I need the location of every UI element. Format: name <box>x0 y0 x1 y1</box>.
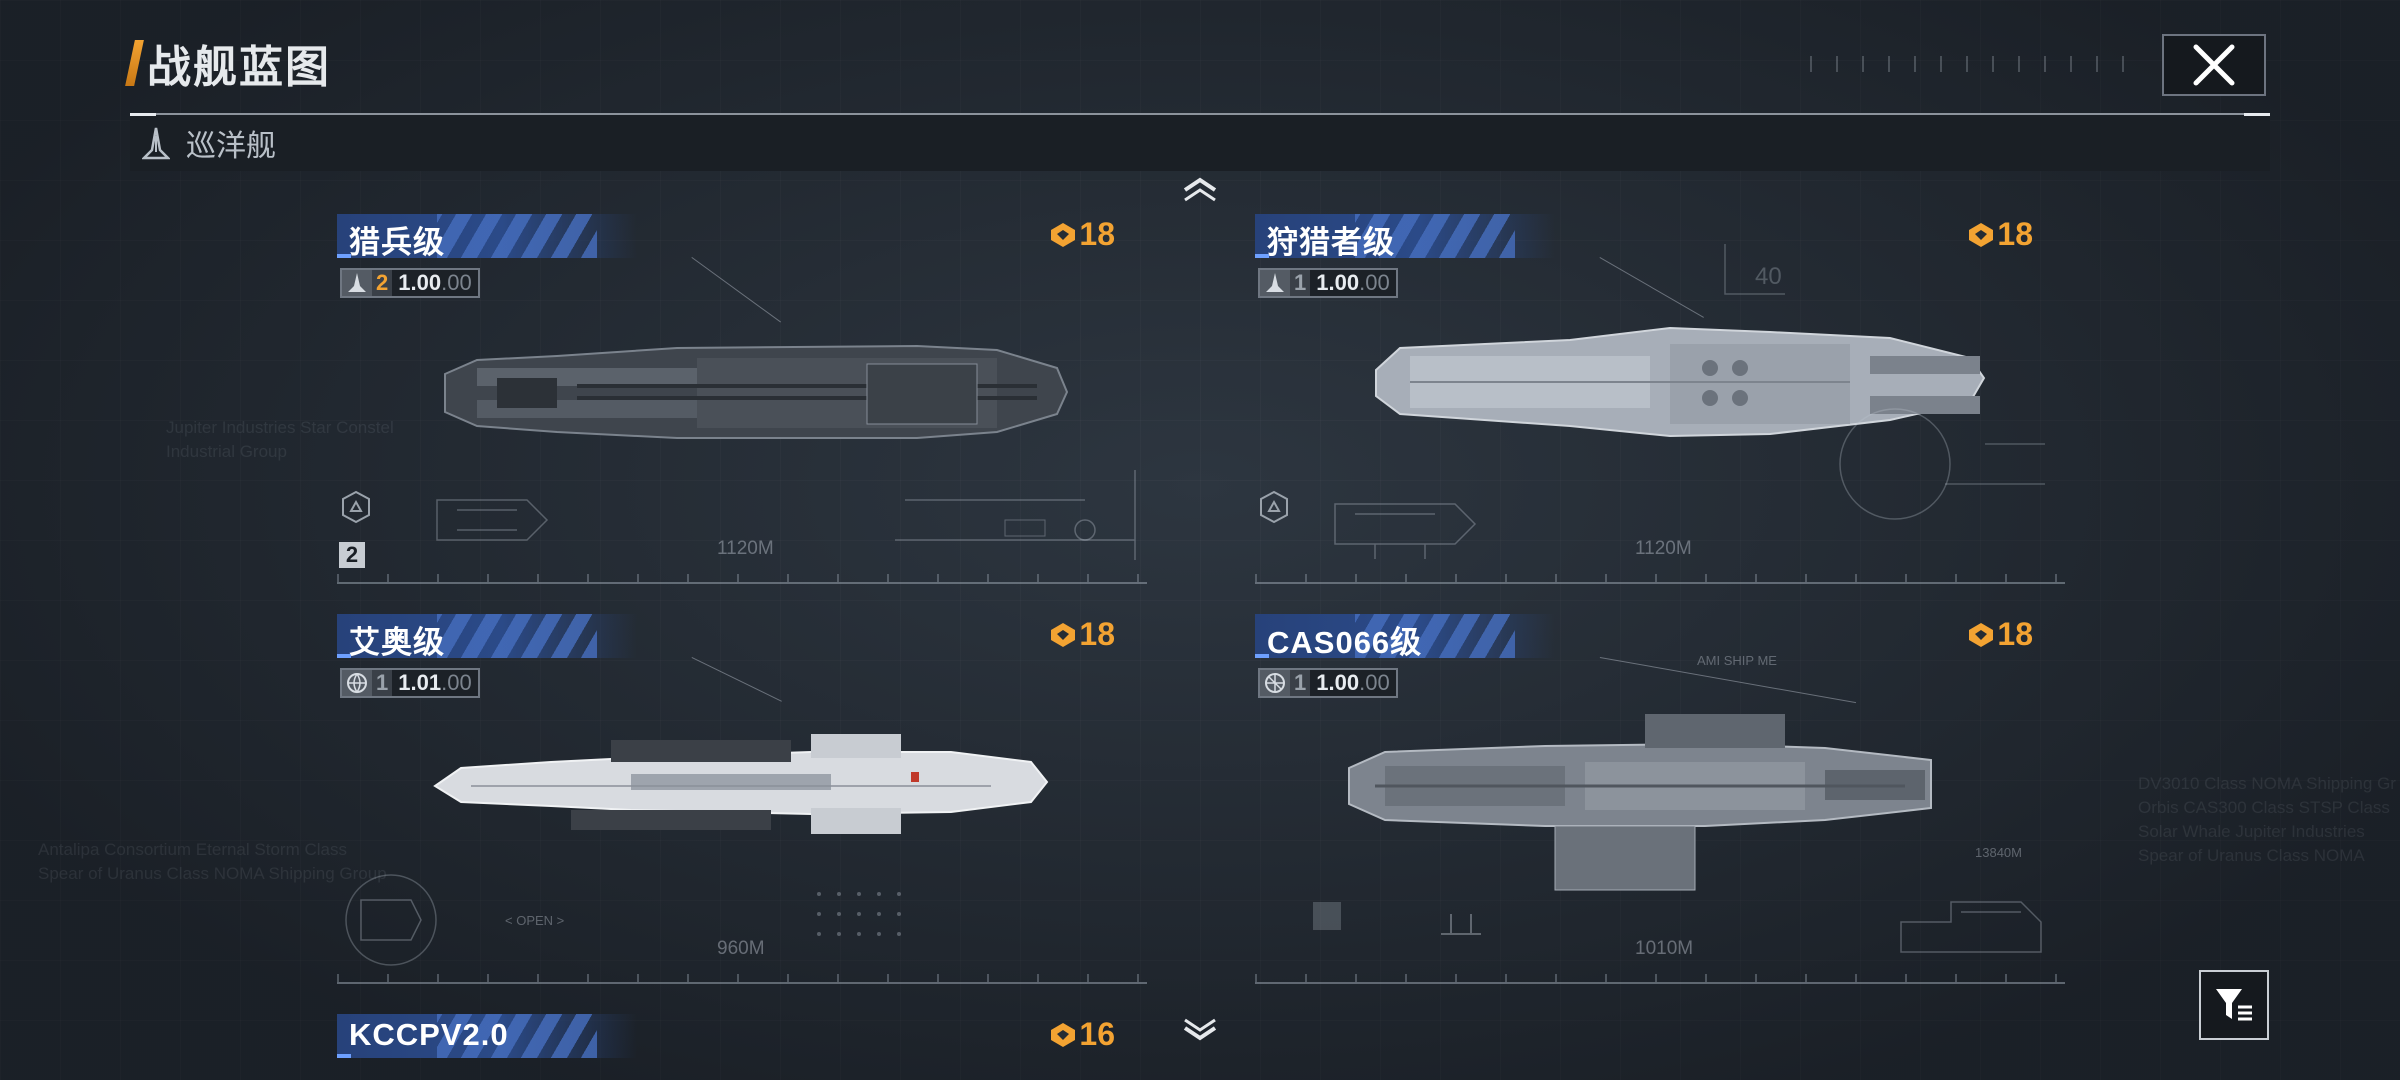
cost-emblem-icon <box>1051 622 1076 647</box>
globe-icon <box>342 670 372 696</box>
ship-name-plate <box>337 214 637 258</box>
ship-length: 1120M <box>717 538 774 559</box>
ship-image-light <box>1375 326 1986 438</box>
ship-level: 2 <box>372 270 393 296</box>
filter-icon <box>2216 989 2252 1021</box>
ship-value-decimals: .00 <box>1359 670 1390 695</box>
decorative-ticks <box>1810 56 2130 72</box>
ship-length: 1120M <box>1635 538 1692 559</box>
ship-value-decimals: .00 <box>441 670 472 695</box>
deco-label: AMI SHIP ME <box>1697 653 1777 668</box>
ship-value: 1.00 <box>1316 670 1360 695</box>
ship-stat-box: 1 1.01 .00 <box>340 668 480 698</box>
cost-emblem-icon <box>1969 622 1994 647</box>
ship-stat-box: 2 1.00 .00 <box>340 268 480 298</box>
ship-name-plate <box>337 1014 637 1058</box>
hex-marker-icon <box>342 490 370 524</box>
ship-name-plate <box>337 614 637 658</box>
ship-card-hunter-soldier[interactable]: 猎兵级 18 2 1.00 .00 1120M 2 <box>337 214 1147 584</box>
grid-icon <box>1260 670 1290 696</box>
ship-name: 狩猎者级 <box>1267 225 1395 260</box>
ship-cost: 18 <box>1049 216 1115 253</box>
ship-image-dark <box>444 344 1069 439</box>
blueprint-sketch <box>1313 902 1481 935</box>
fighter-icon <box>342 270 372 296</box>
ship-image-grey <box>1348 714 1932 891</box>
corner-mark <box>130 113 156 116</box>
page-title: 战舰蓝图 <box>147 43 331 92</box>
svg-text:40: 40 <box>1755 263 1782 290</box>
ship-cost: 18 <box>1967 616 2033 653</box>
leader-line <box>691 257 781 323</box>
cost-value: 18 <box>1079 216 1115 252</box>
deco-label: 13840M <box>1975 845 2022 860</box>
ship-name: KCCPV2.0 <box>349 1017 509 1052</box>
page-header: 战舰蓝图 <box>125 38 331 92</box>
blueprint-sketch <box>345 874 437 966</box>
dot-matrix-deco <box>817 892 901 936</box>
ship-name: 艾奥级 <box>349 625 445 660</box>
blueprint-sketch <box>436 499 549 541</box>
deco-label: < OPEN > <box>505 913 565 928</box>
ship-value-decimals: .00 <box>1359 270 1390 295</box>
ship-level: 1 <box>1290 670 1311 696</box>
ship-value: 1.00 <box>1316 270 1360 295</box>
ship-level: 1 <box>372 670 393 696</box>
ship-name: CAS066级 <box>1267 625 1423 660</box>
ship-name-plate <box>1255 614 1555 658</box>
ship-image-white <box>433 734 1049 834</box>
cost-emblem-icon <box>1969 222 1994 247</box>
blueprint-sketch <box>895 470 1136 560</box>
ship-card-cas066[interactable]: CAS066级 18 1 1.00 .00 AMI SHIP ME 1010M … <box>1255 614 2065 984</box>
cost-emblem-icon <box>1051 1022 1076 1047</box>
category-bar[interactable]: 巡洋舰 <box>130 113 2270 171</box>
cruiser-icon <box>142 127 170 160</box>
ship-cost: 18 <box>1049 616 1115 653</box>
ship-card-kccpv2[interactable]: KCCPV2.0 16 <box>337 1014 1147 1080</box>
cost-value: 16 <box>1079 1016 1115 1052</box>
scroll-down-icon[interactable] <box>1181 1014 1219 1044</box>
blueprint-sketch <box>1334 503 1477 559</box>
ship-stat-box: 1 1.00 .00 <box>1258 268 1398 298</box>
filter-button[interactable] <box>2199 970 2269 1040</box>
cost-emblem-icon <box>1051 222 1076 247</box>
blueprint-sketch: 40 <box>1724 244 1785 295</box>
blueprint-sketch <box>1839 408 2045 520</box>
ship-value: 1.00 <box>398 270 442 295</box>
cost-value: 18 <box>1997 216 2033 252</box>
ship-cost: 16 <box>1049 1016 1115 1053</box>
ship-length: 960M <box>717 938 765 959</box>
blueprint-sketch <box>1900 901 2042 953</box>
ship-name: 猎兵级 <box>349 225 445 260</box>
cost-value: 18 <box>1997 616 2033 652</box>
leader-line <box>691 657 782 702</box>
ship-name-plate <box>1255 214 1555 258</box>
corner-mark <box>2244 113 2270 116</box>
fighter-icon <box>1260 270 1290 296</box>
ship-cost: 18 <box>1967 216 2033 253</box>
ship-length: 1010M <box>1635 938 1694 959</box>
scroll-up-icon[interactable] <box>1181 176 1219 206</box>
ship-stat-box: 1 1.00 .00 <box>1258 668 1398 698</box>
close-icon <box>2193 44 2235 86</box>
ship-value: 1.01 <box>398 670 442 695</box>
cost-value: 18 <box>1079 616 1115 652</box>
ship-value-decimals: .00 <box>441 270 472 295</box>
hex-marker-icon <box>1260 490 1288 524</box>
ship-card-io[interactable]: 艾奥级 18 1 1.01 .00 960M < OPEN > <box>337 614 1147 984</box>
ship-card-hunter[interactable]: 狩猎者级 18 1 1.00 .00 1120M 40 <box>1255 214 2065 584</box>
ship-level: 1 <box>1290 270 1311 296</box>
close-button[interactable] <box>2162 34 2266 96</box>
leader-line <box>1599 257 1704 318</box>
category-label: 巡洋舰 <box>186 130 276 163</box>
tier-badge: 2 <box>339 536 373 570</box>
